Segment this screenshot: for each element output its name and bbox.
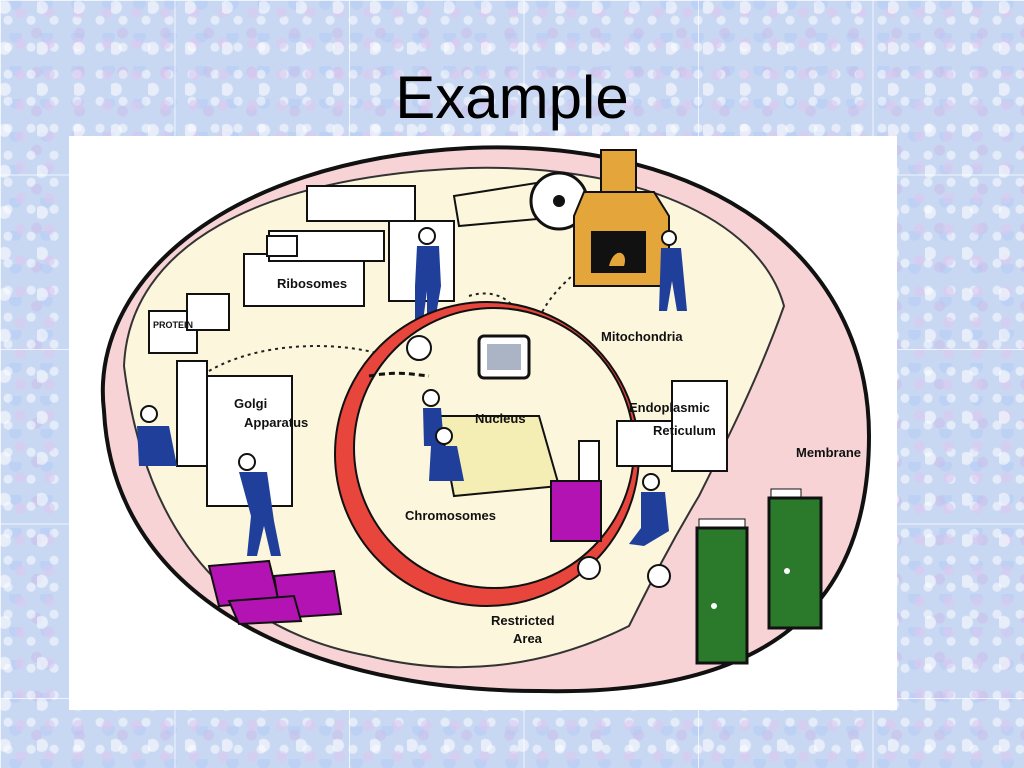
slide-title: Example (395, 64, 629, 131)
golgi-worker-left (137, 405, 177, 466)
label-golgi-line2: Apparatus (244, 415, 308, 430)
mitochondria-furnace (573, 149, 670, 287)
label-chromosomes: Chromosomes (405, 508, 496, 523)
ribosome-machine (243, 171, 589, 307)
forklift-worker (550, 473, 671, 588)
label-restricted-line2: Area (513, 631, 543, 646)
label-membrane: Membrane (796, 445, 861, 460)
golgi-worker-right (238, 453, 281, 556)
protein-boxes: PROTEIN (148, 293, 230, 354)
cell-factory-illustration: PROTEIN (69, 136, 897, 710)
mitochondria-worker (659, 230, 687, 311)
label-er-line2: Reticulum (653, 423, 716, 438)
label-golgi-line1: Golgi (234, 396, 267, 411)
ribosome-worker (415, 227, 441, 321)
label-er-line1: Endoplasmic (629, 400, 710, 415)
label-restricted-line1: Restricted (491, 613, 555, 628)
protein-box-label: PROTEIN (153, 320, 193, 330)
purple-packages (207, 559, 343, 626)
label-mitochondria: Mitochondria (601, 329, 683, 344)
label-ribosomes: Ribosomes (277, 276, 347, 291)
label-nucleus: Nucleus (475, 411, 526, 426)
exit-doors (695, 488, 823, 665)
nucleus-worker-2 (429, 427, 464, 481)
